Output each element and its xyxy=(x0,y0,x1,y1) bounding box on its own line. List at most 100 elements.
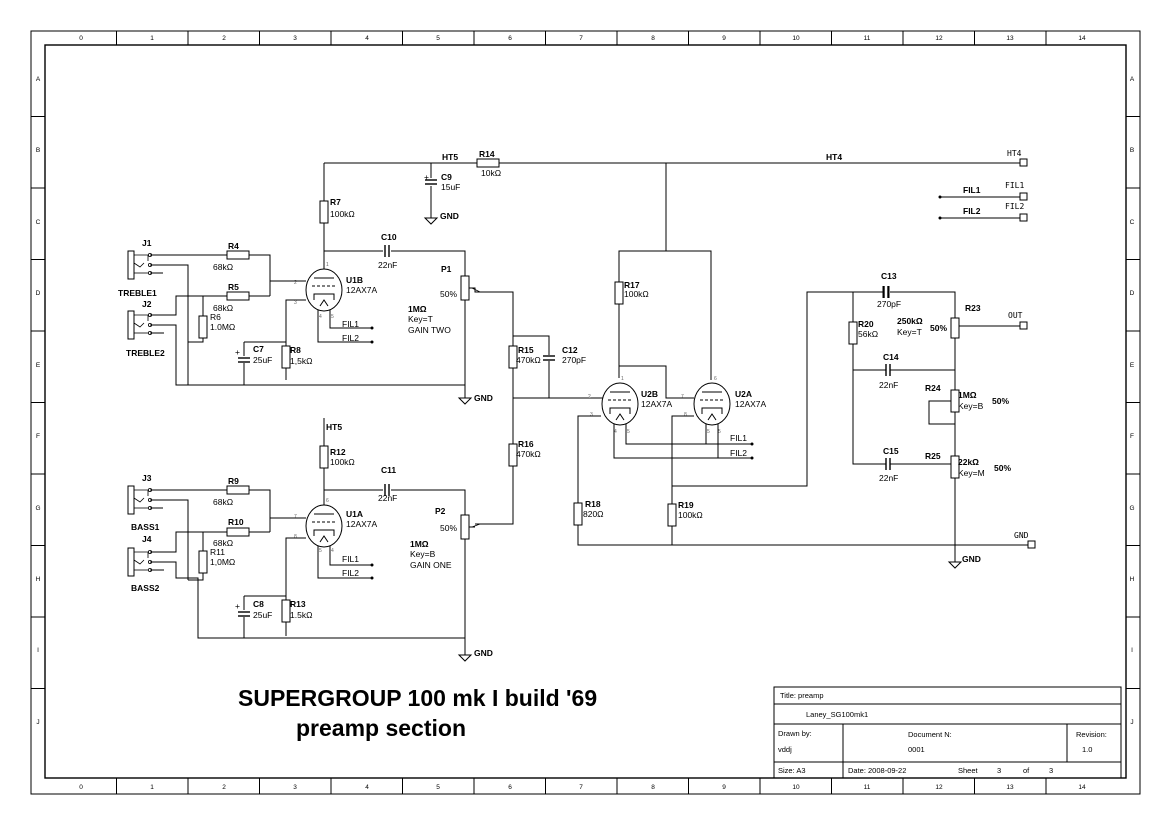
label-r23-percent: 50% xyxy=(930,323,947,333)
label-p1: P1 xyxy=(441,264,452,274)
col-label: 0 xyxy=(79,784,83,791)
row-label: E xyxy=(36,362,41,369)
svg-text:8: 8 xyxy=(294,534,297,540)
label-r16-value: 470kΩ xyxy=(516,449,541,459)
grid-row-labels-left: A B C D E F G H I J xyxy=(35,76,40,726)
fil2-port xyxy=(1019,213,1028,222)
label-p2-name: GAIN ONE xyxy=(410,560,452,570)
resistor-r20 xyxy=(848,321,858,345)
ground-symbol xyxy=(948,555,962,569)
label-fil2-pin: FIL2 xyxy=(1005,202,1024,211)
ht4-port xyxy=(1019,158,1028,167)
label-r10: R10 xyxy=(228,517,244,527)
col-label: 2 xyxy=(222,784,226,791)
col-label: 14 xyxy=(1078,784,1086,791)
label-r14-value: 10kΩ xyxy=(481,168,501,178)
label-r8: R8 xyxy=(290,345,301,355)
label-r19-value: 100kΩ xyxy=(678,510,703,520)
row-label: J xyxy=(1130,719,1133,726)
col-label: 8 xyxy=(651,784,655,791)
svg-text:7: 7 xyxy=(681,394,684,400)
label-j3: J3 xyxy=(142,473,152,483)
resistor-r6 xyxy=(198,315,208,339)
label-r23-key: Key=T xyxy=(897,327,922,337)
col-label: 13 xyxy=(1006,35,1014,42)
label-j2: J2 xyxy=(142,299,152,309)
label-p1-name: GAIN TWO xyxy=(408,325,451,335)
label-u2a: U2A xyxy=(735,389,752,399)
row-label: E xyxy=(1130,362,1135,369)
col-label: 3 xyxy=(293,784,297,791)
col-label: 4 xyxy=(365,784,369,791)
label-ht5: HT5 xyxy=(326,422,342,432)
capacitor-c12 xyxy=(542,355,556,361)
label-out: OUT xyxy=(1008,311,1023,320)
row-label: G xyxy=(35,505,40,512)
component-labels: J1 TREBLE1 J2 TREBLE2 R4 68kΩ R5 68kΩ R6… xyxy=(118,149,1029,658)
label-r7: R7 xyxy=(330,197,341,207)
ground-symbol xyxy=(458,391,472,405)
ground-symbol xyxy=(424,211,438,225)
tone-stack xyxy=(848,192,1036,569)
svg-text:1: 1 xyxy=(621,376,624,382)
title-block-sheet-label: Sheet xyxy=(958,766,979,775)
label-u1a-value: 12AX7A xyxy=(346,519,378,529)
potentiometer-p2 xyxy=(460,514,470,540)
row-label: I xyxy=(37,647,39,654)
tube-u2b xyxy=(601,382,639,426)
col-label: 14 xyxy=(1078,35,1086,42)
label-c12-value: 270pF xyxy=(562,355,586,365)
col-label: 13 xyxy=(1006,784,1014,791)
capacitor-c8 xyxy=(237,611,251,617)
label-bass1: BASS1 xyxy=(131,522,160,532)
label-c7-value: 25uF xyxy=(253,355,272,365)
col-label: 12 xyxy=(935,35,943,42)
label-c8-value: 25uF xyxy=(253,610,272,620)
label-gnd-pin: GND xyxy=(1014,531,1029,540)
col-label: 7 xyxy=(579,35,583,42)
label-p1-key: Key=T xyxy=(408,314,433,324)
row-label: A xyxy=(36,76,41,83)
title-block-revision-label: Revision: xyxy=(1076,730,1107,739)
svg-text:3: 3 xyxy=(294,300,297,306)
resistor-r11 xyxy=(198,550,208,574)
col-label: 10 xyxy=(792,35,800,42)
resistor-r13 xyxy=(281,599,291,623)
label-j4: J4 xyxy=(142,534,152,544)
label-fil1: FIL1 xyxy=(730,433,747,443)
label-bass2: BASS2 xyxy=(131,583,160,593)
label-fil2: FIL2 xyxy=(963,206,981,216)
svg-text:6: 6 xyxy=(714,376,717,382)
label-fil1: FIL1 xyxy=(963,185,981,195)
col-label: 9 xyxy=(722,784,726,791)
label-r19: R19 xyxy=(678,500,694,510)
label-r13: R13 xyxy=(290,599,306,609)
label-r24-value: 1MΩ xyxy=(958,390,977,400)
label-r6: R6 xyxy=(210,312,221,322)
label-u1b-value: 12AX7A xyxy=(346,285,378,295)
label-treble2: TREBLE2 xyxy=(126,348,165,358)
label-c14-value: 22nF xyxy=(879,380,898,390)
label-r23-value: 250kΩ xyxy=(897,316,923,326)
title-block-file: Laney_SG100mk1 xyxy=(806,710,868,719)
label-r12: R12 xyxy=(330,447,346,457)
row-label: A xyxy=(1130,76,1135,83)
label-gnd: GND xyxy=(474,648,493,658)
label-r4-value: 68kΩ xyxy=(213,262,233,272)
col-label: 1 xyxy=(150,784,154,791)
title-block-drawn-by-label: Drawn by: xyxy=(778,729,812,738)
capacitor-c14 xyxy=(885,363,891,377)
label-r14: R14 xyxy=(479,149,495,159)
col-label: 0 xyxy=(79,35,83,42)
label-c15-value: 22nF xyxy=(879,473,898,483)
label-r4: R4 xyxy=(228,241,239,251)
title-block-document-label: Document N: xyxy=(908,730,952,739)
label-r25-key: Key=M xyxy=(958,468,985,478)
fil1-port xyxy=(1019,192,1028,201)
svg-text:5: 5 xyxy=(319,548,322,554)
capacitor-c7 xyxy=(237,357,251,363)
label-fil2: FIL2 xyxy=(730,448,747,458)
capacitor-c15 xyxy=(885,457,891,471)
capacitor-c10 xyxy=(384,244,390,258)
label-ht4-pin: HT4 xyxy=(1007,149,1022,158)
